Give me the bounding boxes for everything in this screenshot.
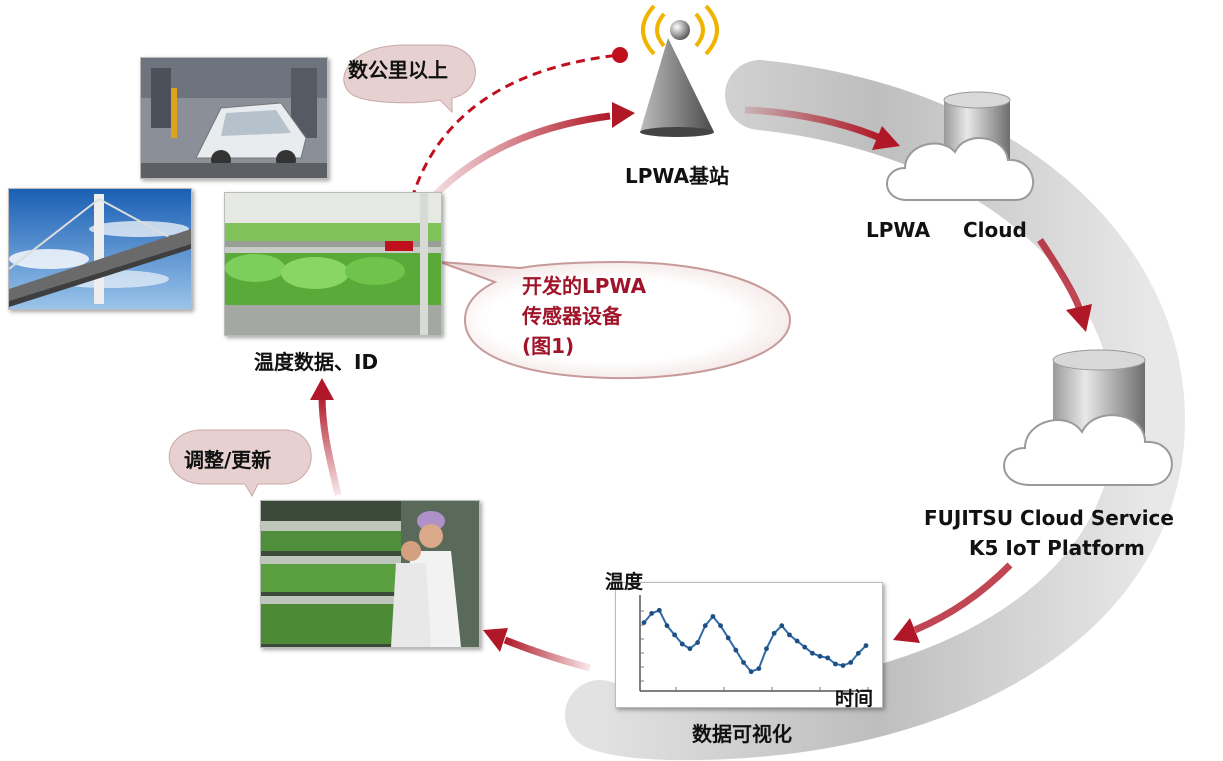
data-point-7 bbox=[695, 640, 700, 645]
distance-bubble bbox=[343, 44, 476, 114]
lpwa-cloud-label-1: LPWA bbox=[866, 218, 931, 242]
data-point-17 bbox=[771, 630, 777, 636]
series-points bbox=[641, 607, 869, 675]
data-point-24 bbox=[825, 655, 831, 661]
data-point-18 bbox=[779, 623, 785, 629]
data-point-12 bbox=[733, 647, 739, 653]
data-point-20 bbox=[794, 638, 800, 644]
data-point-0 bbox=[641, 620, 647, 625]
data-point-13 bbox=[741, 660, 746, 665]
lpwa-cloud-icon bbox=[886, 91, 1034, 201]
sensor-bubble bbox=[439, 260, 792, 380]
data-point-28 bbox=[855, 650, 861, 656]
chart-plot bbox=[639, 595, 872, 692]
data-point-2 bbox=[656, 607, 662, 613]
data-point-6 bbox=[687, 646, 693, 652]
chart-xlabel: 时间 bbox=[835, 688, 874, 710]
data-point-27 bbox=[848, 660, 854, 665]
station-label: LPWA基站 bbox=[625, 164, 730, 188]
arrow-to-chart bbox=[893, 618, 920, 643]
flow-arrows bbox=[310, 102, 1092, 672]
workers-photo bbox=[260, 500, 480, 648]
sensor-bubble-line3: (图1) bbox=[522, 334, 575, 358]
data-point-29 bbox=[863, 643, 869, 648]
data-point-15 bbox=[756, 666, 762, 671]
bridge-photo bbox=[8, 188, 192, 310]
sensor-bubble-line2: 传感器设备 bbox=[522, 304, 622, 328]
data-point-1 bbox=[649, 611, 655, 616]
data-point-10 bbox=[718, 623, 723, 629]
arrow-to-cloud bbox=[872, 126, 900, 150]
arrow-to-photo bbox=[483, 628, 508, 652]
farm-sensor-photo bbox=[224, 192, 442, 336]
fujitsu-label-1: FUJITSU Cloud Service bbox=[924, 506, 1174, 530]
data-point-11 bbox=[725, 635, 731, 641]
data-point-23 bbox=[817, 653, 823, 659]
sensor-bubble-line1: 开发的LPWA bbox=[522, 274, 647, 298]
arrow-to-station bbox=[612, 102, 635, 128]
data-point-25 bbox=[832, 661, 838, 667]
factory-photo bbox=[140, 57, 328, 179]
data-point-4 bbox=[672, 632, 678, 638]
distance-bubble-text: 数公里以上 bbox=[348, 58, 448, 82]
lpwa-cloud-label-2: Cloud bbox=[963, 218, 1027, 242]
antenna-tower-icon bbox=[640, 4, 719, 137]
data-point-19 bbox=[787, 632, 792, 638]
k5-platform-icon bbox=[1003, 349, 1173, 486]
data-point-3 bbox=[664, 623, 670, 629]
data-point-22 bbox=[810, 650, 815, 656]
data-point-8 bbox=[702, 623, 708, 629]
data-point-14 bbox=[748, 669, 754, 675]
temperature-chart bbox=[615, 582, 883, 708]
arrow-to-k5 bbox=[1066, 304, 1092, 332]
data-point-26 bbox=[840, 663, 846, 668]
temp-data-label: 温度数据、ID bbox=[254, 350, 379, 374]
data-point-5 bbox=[679, 641, 685, 647]
visualization-label: 数据可视化 bbox=[692, 722, 792, 746]
axis-ticks bbox=[640, 610, 869, 691]
adjust-bubble bbox=[168, 429, 312, 498]
data-point-9 bbox=[710, 614, 716, 619]
chart-ylabel: 温度 bbox=[605, 571, 644, 593]
arrow-to-sensor bbox=[310, 378, 334, 400]
data-point-21 bbox=[802, 644, 808, 650]
series-line bbox=[643, 609, 867, 673]
fujitsu-label-2: K5 IoT Platform bbox=[969, 536, 1145, 560]
adjust-bubble-text: 调整/更新 bbox=[184, 448, 272, 472]
data-point-16 bbox=[764, 646, 769, 652]
